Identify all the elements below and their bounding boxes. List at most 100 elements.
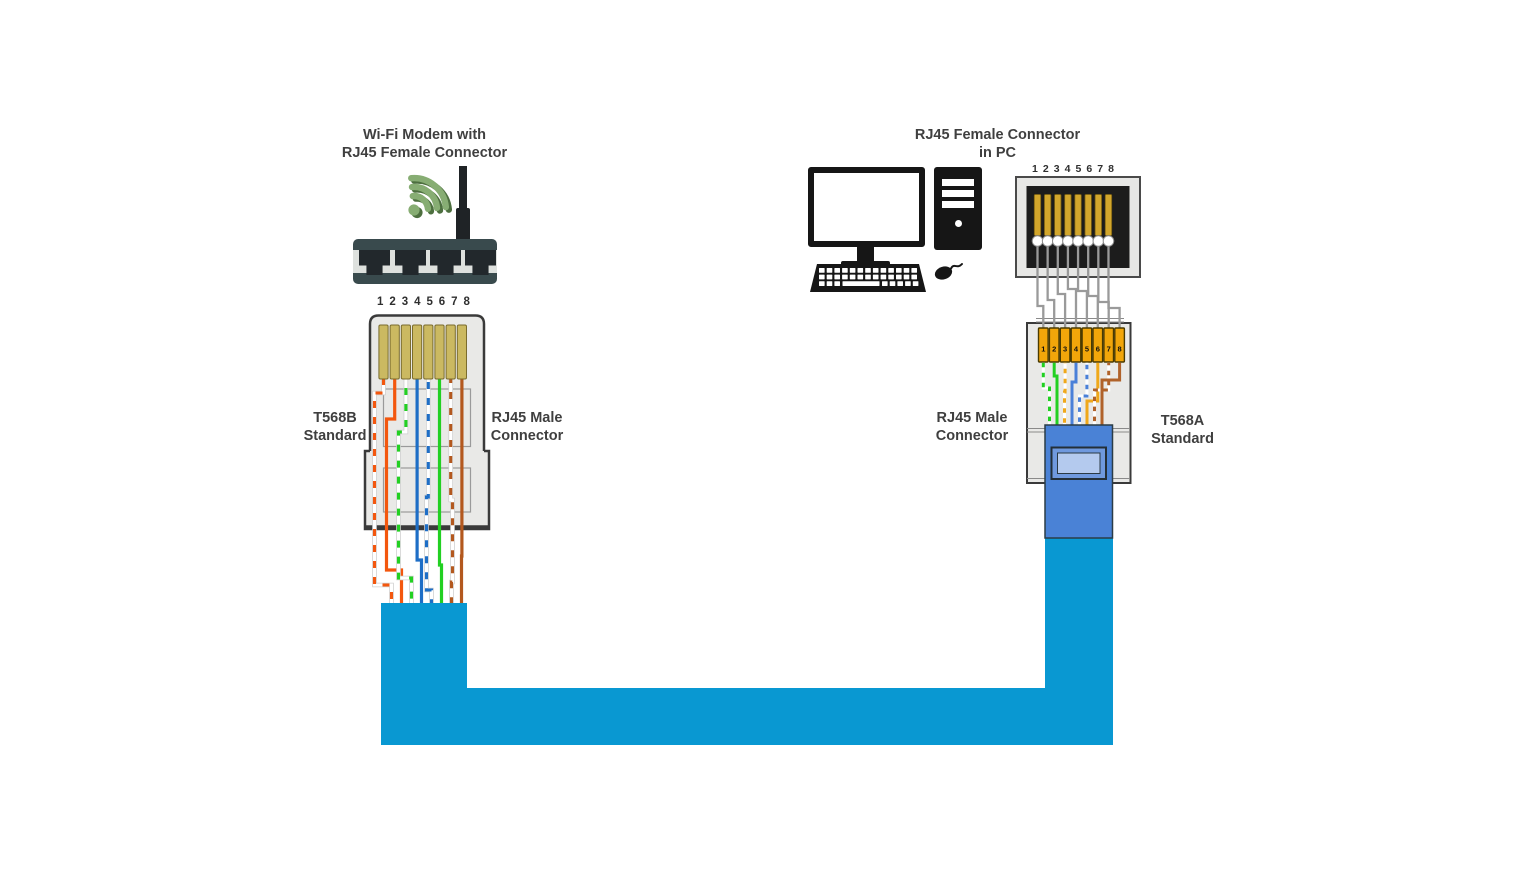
left-male-label-line2: Connector xyxy=(490,427,564,444)
female-contact-wire-1 xyxy=(1036,246,1045,330)
keyboard-icon xyxy=(810,264,926,292)
keyboard-key xyxy=(819,281,825,286)
mouse-cable xyxy=(950,263,963,270)
t568a-label-line1: T568A xyxy=(1160,413,1205,429)
keyboard-key xyxy=(826,274,833,280)
keyboard-key xyxy=(888,274,894,280)
pin-number: 1 xyxy=(377,296,384,308)
keyboard-key xyxy=(896,274,902,280)
monitor-stand-neck xyxy=(857,247,874,261)
keyboard-key xyxy=(865,268,871,273)
keyboard-key xyxy=(842,268,848,273)
right-wire-pin6-orange xyxy=(1085,362,1100,428)
pin-number: 7 xyxy=(1097,163,1104,175)
right-male-pin-number: 5 xyxy=(1085,345,1089,354)
keyboard-key xyxy=(880,268,887,273)
t568b-label-line1: T568B xyxy=(313,410,357,426)
right-male-pin-6 xyxy=(1092,327,1104,363)
keyboard-key xyxy=(889,281,896,286)
modem-top-bar xyxy=(353,239,497,250)
antenna-base xyxy=(456,208,470,244)
left-male-label-line1: RJ45 Male xyxy=(491,410,563,426)
keyboard-key xyxy=(819,274,825,280)
female-contact-4 xyxy=(1062,235,1074,247)
modem-bottom-bar xyxy=(353,273,497,284)
keyboard-key xyxy=(903,274,910,280)
female-connector-pin-3 xyxy=(1054,194,1062,236)
right-male-pin-number: 7 xyxy=(1107,345,1111,354)
left-male-connector-label: RJ45 Male Connector xyxy=(468,410,586,445)
female-contact-2 xyxy=(1041,235,1054,247)
tower-power-button xyxy=(955,220,962,227)
right-male-pin-8 xyxy=(1114,327,1126,363)
female-contact-7 xyxy=(1092,235,1105,247)
right-male-pin-7 xyxy=(1103,327,1115,363)
right-title: RJ45 Female Connector in PC xyxy=(905,127,1090,162)
keyboard-key xyxy=(897,281,903,286)
left-wire-pin4-blue xyxy=(415,378,424,606)
female-contact-wire-6 xyxy=(1087,246,1099,330)
female-connector-pin-8 xyxy=(1104,194,1113,236)
keyboard-key xyxy=(826,281,833,286)
female-contact-1 xyxy=(1031,235,1044,247)
keyboard-key xyxy=(819,268,825,273)
pin-number: 4 xyxy=(414,296,421,308)
keyboard-key xyxy=(834,281,840,286)
cable-boot xyxy=(1044,424,1114,539)
ethernet-cable-right-segment xyxy=(1045,538,1113,745)
female-contact-wire-5 xyxy=(1076,246,1089,330)
keyboard-key xyxy=(888,268,894,273)
keyboard-key xyxy=(865,274,871,280)
pin-number: 4 xyxy=(1064,163,1071,175)
pin-number: 3 xyxy=(1053,163,1060,175)
left-connector-pin-8 xyxy=(456,324,467,380)
left-title: Wi-Fi Modem with RJ45 Female Connector xyxy=(322,127,527,162)
pin-number: 1 xyxy=(1032,163,1038,175)
right-male-pin-number: 1 xyxy=(1041,345,1045,354)
keyboard-key xyxy=(911,274,917,280)
rj45-male-connector-t568b xyxy=(363,314,491,606)
left-connector-pin-7 xyxy=(445,324,456,380)
female-contact-3 xyxy=(1051,235,1064,247)
pin-number: 2 xyxy=(1042,163,1049,175)
left-title-line2: RJ45 Female Connector xyxy=(341,144,508,161)
keyboard-spacebar xyxy=(842,281,880,286)
female-connector-pin-5 xyxy=(1074,194,1082,236)
keyboard-key xyxy=(849,268,856,273)
right-male-pin-5 xyxy=(1081,327,1093,363)
female-contact-wire-2 xyxy=(1046,246,1056,330)
tower-vent-bar xyxy=(942,190,974,197)
right-male-pin-number: 4 xyxy=(1074,345,1079,354)
right-male-pin-number: 3 xyxy=(1063,345,1067,354)
right-male-label-line2: Connector xyxy=(935,427,1009,444)
keyboard-key xyxy=(826,268,833,273)
t568a-label-line2: Standard xyxy=(1151,430,1214,447)
tower-vent-bar xyxy=(942,179,974,186)
female-contact-5 xyxy=(1072,235,1084,247)
female-contact-6 xyxy=(1082,235,1094,247)
tower-vent-bar xyxy=(942,201,974,208)
keyboard-key xyxy=(849,274,856,280)
keyboard-key xyxy=(903,268,910,273)
female-contact-wire-3 xyxy=(1056,246,1067,330)
left-wire-pin6-green xyxy=(437,378,444,606)
keyboard-key xyxy=(882,281,888,286)
pin-number: 8 xyxy=(1108,163,1114,175)
female-contact-8 xyxy=(1102,235,1115,247)
female-contact-wire-7 xyxy=(1097,246,1110,330)
keyboard-key xyxy=(834,268,840,273)
pin-number: 5 xyxy=(426,296,433,308)
pin-number: 6 xyxy=(438,296,446,308)
right-male-pin-4 xyxy=(1070,327,1082,363)
pin-number: 8 xyxy=(463,296,470,308)
boot-window-inner xyxy=(1057,452,1101,474)
female-contact-wire-8 xyxy=(1107,246,1121,330)
keyboard-key xyxy=(857,274,864,280)
antenna-icon xyxy=(459,166,467,218)
left-connector-pin-3 xyxy=(400,324,411,380)
pc-tower-icon xyxy=(934,167,982,250)
left-title-line1: Wi-Fi Modem with xyxy=(362,127,487,143)
left-connector-pin-6 xyxy=(434,324,445,380)
